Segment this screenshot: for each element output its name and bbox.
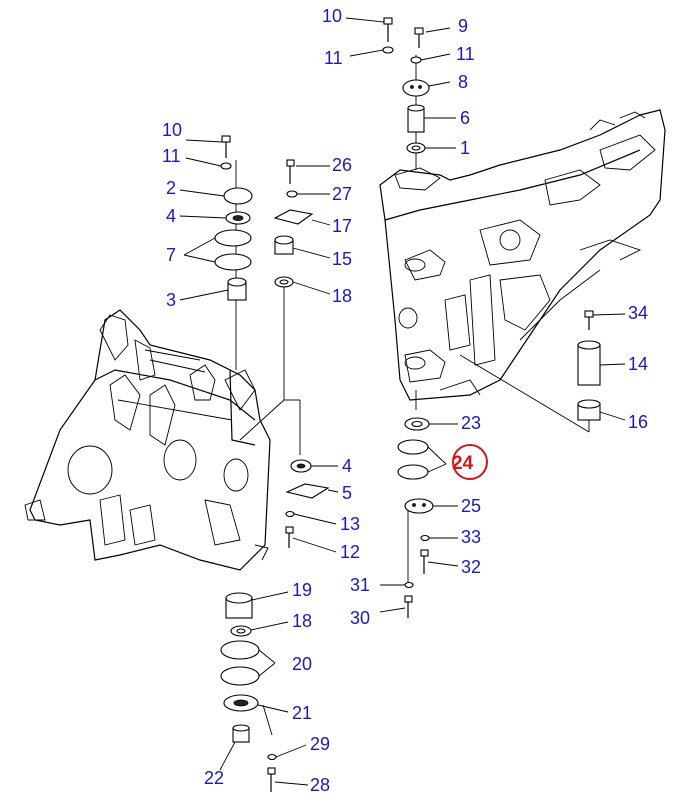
callout-labels: 10 9 11 11 8 6 1 10 11 2 4 7 3 26 27 17 … — [162, 6, 648, 795]
lower-left-stack — [285, 459, 330, 548]
callout-1: 1 — [460, 138, 470, 158]
callout-12: 12 — [340, 542, 360, 562]
callout-22: 22 — [204, 768, 224, 788]
callout-3: 3 — [166, 290, 176, 310]
callout-11: 11 — [162, 146, 181, 166]
callout-32: 32 — [461, 557, 481, 577]
callout-10: 10 — [322, 6, 342, 26]
leader-lines — [179, 17, 626, 786]
callout-4: 4 — [166, 206, 176, 226]
callout-13: 13 — [340, 514, 360, 534]
right-pin-parts — [459, 310, 601, 433]
upper-pin-stack — [382, 17, 430, 170]
callout-26: 26 — [332, 155, 352, 175]
callout-18: 18 — [292, 611, 312, 631]
highlight-ring — [452, 444, 488, 480]
callout-19: 19 — [292, 580, 312, 600]
callout-16: 16 — [628, 412, 648, 432]
callout-31: 31 — [350, 575, 370, 595]
callout-27: 27 — [332, 184, 352, 204]
callout-10: 10 — [162, 120, 182, 140]
callout-15: 15 — [332, 249, 352, 269]
front-frame — [24, 309, 271, 571]
lower-center-stack — [397, 390, 434, 618]
callout-28: 28 — [310, 775, 330, 795]
callout-25: 25 — [461, 496, 481, 516]
callout-24-highlighted: 24 — [452, 453, 474, 474]
callout-17: 17 — [332, 216, 352, 236]
callout-21: 21 — [292, 703, 312, 723]
rear-frame — [379, 109, 666, 401]
callout-11: 11 — [456, 44, 475, 64]
callout-7: 7 — [166, 245, 176, 265]
callout-2: 2 — [166, 178, 176, 198]
callout-4: 4 — [342, 456, 352, 476]
callout-11: 11 — [324, 48, 343, 68]
callout-20: 20 — [292, 654, 312, 674]
callout-33: 33 — [461, 527, 481, 547]
callout-8: 8 — [458, 72, 468, 92]
callout-34: 34 — [628, 303, 648, 323]
callout-5: 5 — [342, 483, 352, 503]
callout-29: 29 — [310, 734, 330, 754]
left-upper-stack — [214, 135, 253, 370]
middle-stack — [239, 159, 314, 455]
callout-18: 18 — [332, 286, 352, 306]
callout-6: 6 — [460, 108, 470, 128]
callout-9: 9 — [458, 16, 468, 36]
callout-23: 23 — [461, 413, 481, 433]
callout-30: 30 — [350, 608, 370, 628]
bottom-stack — [220, 592, 277, 792]
callout-14: 14 — [628, 354, 648, 374]
